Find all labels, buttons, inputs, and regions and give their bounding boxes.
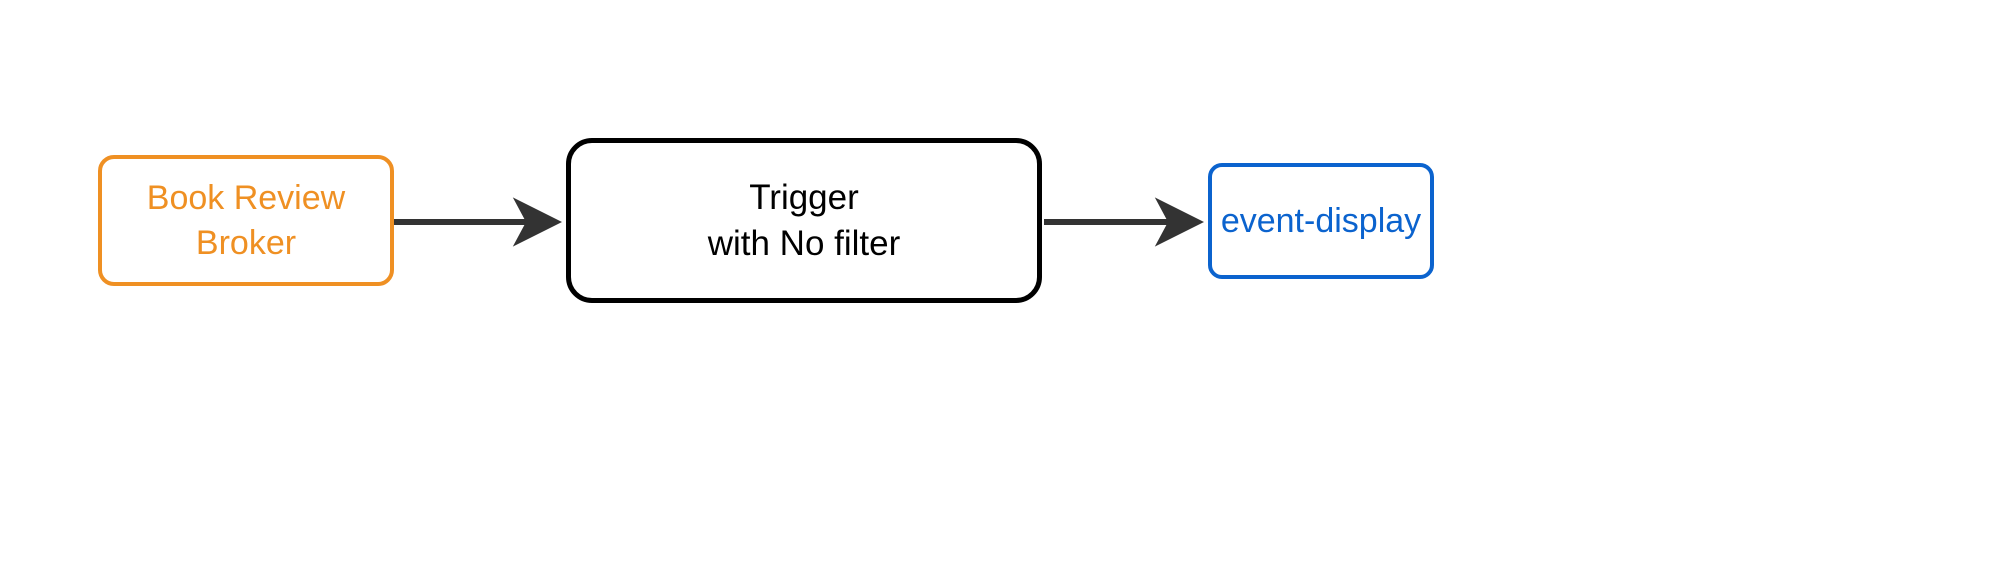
node-event-display-label: event-display bbox=[1220, 201, 1422, 240]
node-book-review-broker-label: Book Review Broker bbox=[146, 179, 346, 262]
node-event-display[interactable]: event-display bbox=[1208, 163, 1434, 279]
node-trigger[interactable]: Trigger with No filter bbox=[566, 138, 1042, 303]
node-trigger-label: Trigger with No filter bbox=[707, 178, 901, 263]
node-book-review-broker[interactable]: Book Review Broker bbox=[98, 155, 394, 286]
